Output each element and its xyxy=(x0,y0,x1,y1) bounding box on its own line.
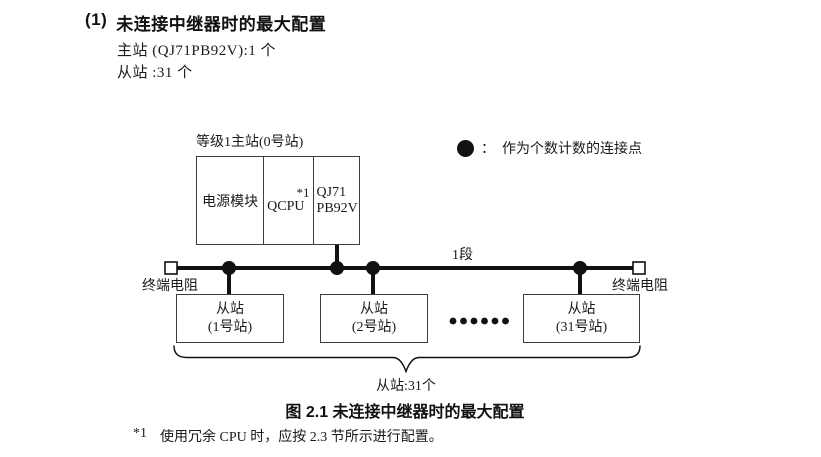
right-terminator-square xyxy=(632,261,646,275)
section-title: 未连接中继器时的最大配置 xyxy=(116,15,327,34)
slave-count-brace xyxy=(173,345,641,374)
master-station-label: 等级1主站(0号站) xyxy=(196,135,304,150)
master-count-line: 主站 (QJ71PB92V):1 个 xyxy=(117,43,277,59)
slave-2-station: (2号站) xyxy=(351,319,397,335)
slave-count-line: 从站 :31 个 xyxy=(117,65,193,81)
footnote-text: 使用冗余 CPU 时，应按 2.3 节所示进行配置。 xyxy=(160,430,443,445)
section-number: (1) xyxy=(85,10,108,29)
connection-point-icon xyxy=(457,139,474,157)
slave-station-31-box: 从站 (31号站) xyxy=(523,294,640,343)
power-module-cell: 电源模块 xyxy=(197,157,265,244)
legend: ： 作为个数计数的连接点 xyxy=(457,138,642,158)
connection-dot-slave2 xyxy=(366,261,380,275)
master-station-box: 电源模块 *1 QCPU QJ71 PB92V xyxy=(196,156,360,245)
pb92v-line1: QJ71 xyxy=(316,184,347,200)
slave-station-1-box: 从站 (1号站) xyxy=(176,294,284,343)
figure-caption: 图 2.1 未连接中继器时的最大配置 xyxy=(285,404,525,421)
segment-label: 1段 xyxy=(452,248,473,263)
right-terminator-label: 终端电阻 xyxy=(612,279,668,294)
slave-31-station: (31号站) xyxy=(555,319,608,335)
power-module-text: 电源模块 xyxy=(202,194,259,210)
cpu-cell: *1 QCPU xyxy=(264,157,314,244)
slave-station-2-box: 从站 (2号站) xyxy=(320,294,428,343)
left-terminator-label: 终端电阻 xyxy=(142,279,198,294)
pb92v-line2: PB92V xyxy=(316,200,358,216)
legend-colon: ： xyxy=(481,142,495,157)
left-terminator-square xyxy=(164,261,178,275)
connection-dot-slave31 xyxy=(573,261,587,275)
section-heading: (1) 未连接中继器时的最大配置 xyxy=(85,10,326,35)
legend-text: 作为个数计数的连接点 xyxy=(502,142,642,157)
slave-ellipsis-dots xyxy=(449,317,509,325)
footnote: *1 使用冗余 CPU 时，应按 2.3 节所示进行配置。 xyxy=(133,426,443,446)
cpu-text: QCPU xyxy=(267,199,305,214)
slave-1-station: (1号站) xyxy=(207,319,253,335)
connection-dot-slave1 xyxy=(222,261,236,275)
connection-dot-master xyxy=(330,261,344,275)
cpu-footnote-ref: *1 xyxy=(296,185,310,200)
brace-label: 从站:31个 xyxy=(376,379,436,394)
slave-2-name: 从站 xyxy=(360,301,388,317)
pb92v-cell: QJ71 PB92V xyxy=(314,157,359,244)
slave-1-name: 从站 xyxy=(216,301,244,317)
footnote-marker: *1 xyxy=(133,426,147,441)
slave-31-name: 从站 xyxy=(567,301,596,317)
